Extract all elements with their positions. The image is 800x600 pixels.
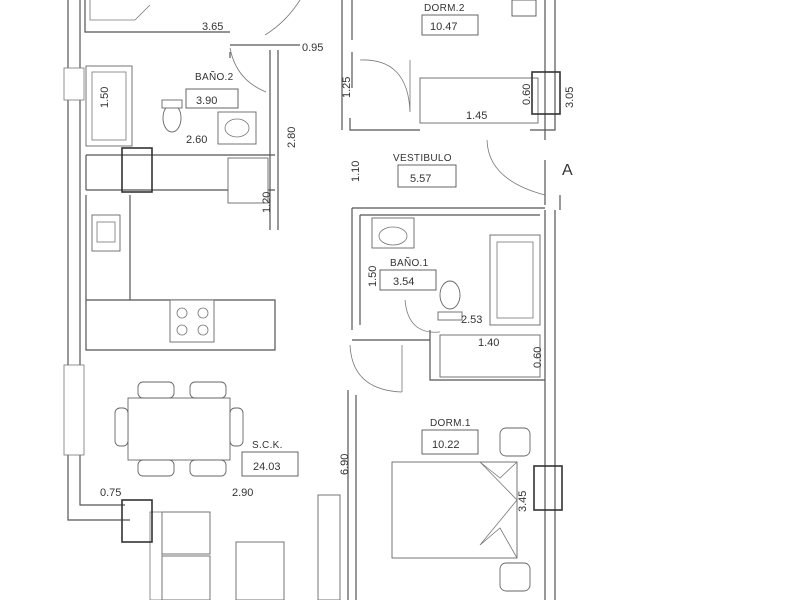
dimension-label: 3.45 [517, 491, 529, 512]
dimension-label: 1.50 [367, 266, 379, 287]
room-name-sck: S.C.K. [252, 440, 283, 451]
dimension-label: 2.90 [232, 487, 253, 499]
dimension-label: 0.75 [100, 487, 121, 499]
room-name-dorm2: DORM.2 [424, 3, 465, 14]
room-area-sck: 24.03 [253, 461, 281, 473]
room-name-bano2: BAÑO.2 [195, 70, 234, 83]
dimension-label: 1.45 [466, 110, 487, 122]
dimension-label: 1.20 [261, 192, 273, 213]
dimension-label: 2.80 [286, 127, 298, 148]
room-area-bano2: 3.90 [196, 95, 217, 107]
room-name-dorm1: DORM.1 [430, 418, 471, 429]
dimension-label: 1.25 [341, 77, 353, 98]
room-name-vestibulo: VESTIBULO [393, 153, 452, 164]
dimension-label: 6.90 [339, 454, 351, 475]
room-name-bano1: BAÑO.1 [390, 256, 429, 269]
dimension-label: 2.53 [461, 314, 482, 326]
room-area-dorm1: 10.22 [432, 439, 460, 451]
section-marker: A [562, 162, 573, 179]
fixtures [85, 0, 563, 600]
dimension-label: 3.65 [202, 21, 223, 33]
area-boxes [185, 14, 479, 477]
door-swings [229, 0, 546, 393]
walls [63, 0, 561, 600]
dimension-label: 2.60 [186, 134, 207, 146]
room-area-dorm2: 10.47 [430, 21, 458, 33]
dimension-label: 3.05 [564, 87, 576, 108]
dimension-label: 0.95 [302, 42, 323, 54]
dimension-label: 0.60 [532, 347, 544, 368]
dimension-label: 1.50 [99, 87, 111, 108]
dimension-label: 1.10 [350, 161, 362, 182]
room-area-bano1: 3.54 [393, 276, 414, 288]
dimension-label: 1.40 [478, 337, 499, 349]
dimension-label: 0.60 [521, 84, 533, 105]
room-area-vestibulo: 5.57 [410, 173, 431, 185]
